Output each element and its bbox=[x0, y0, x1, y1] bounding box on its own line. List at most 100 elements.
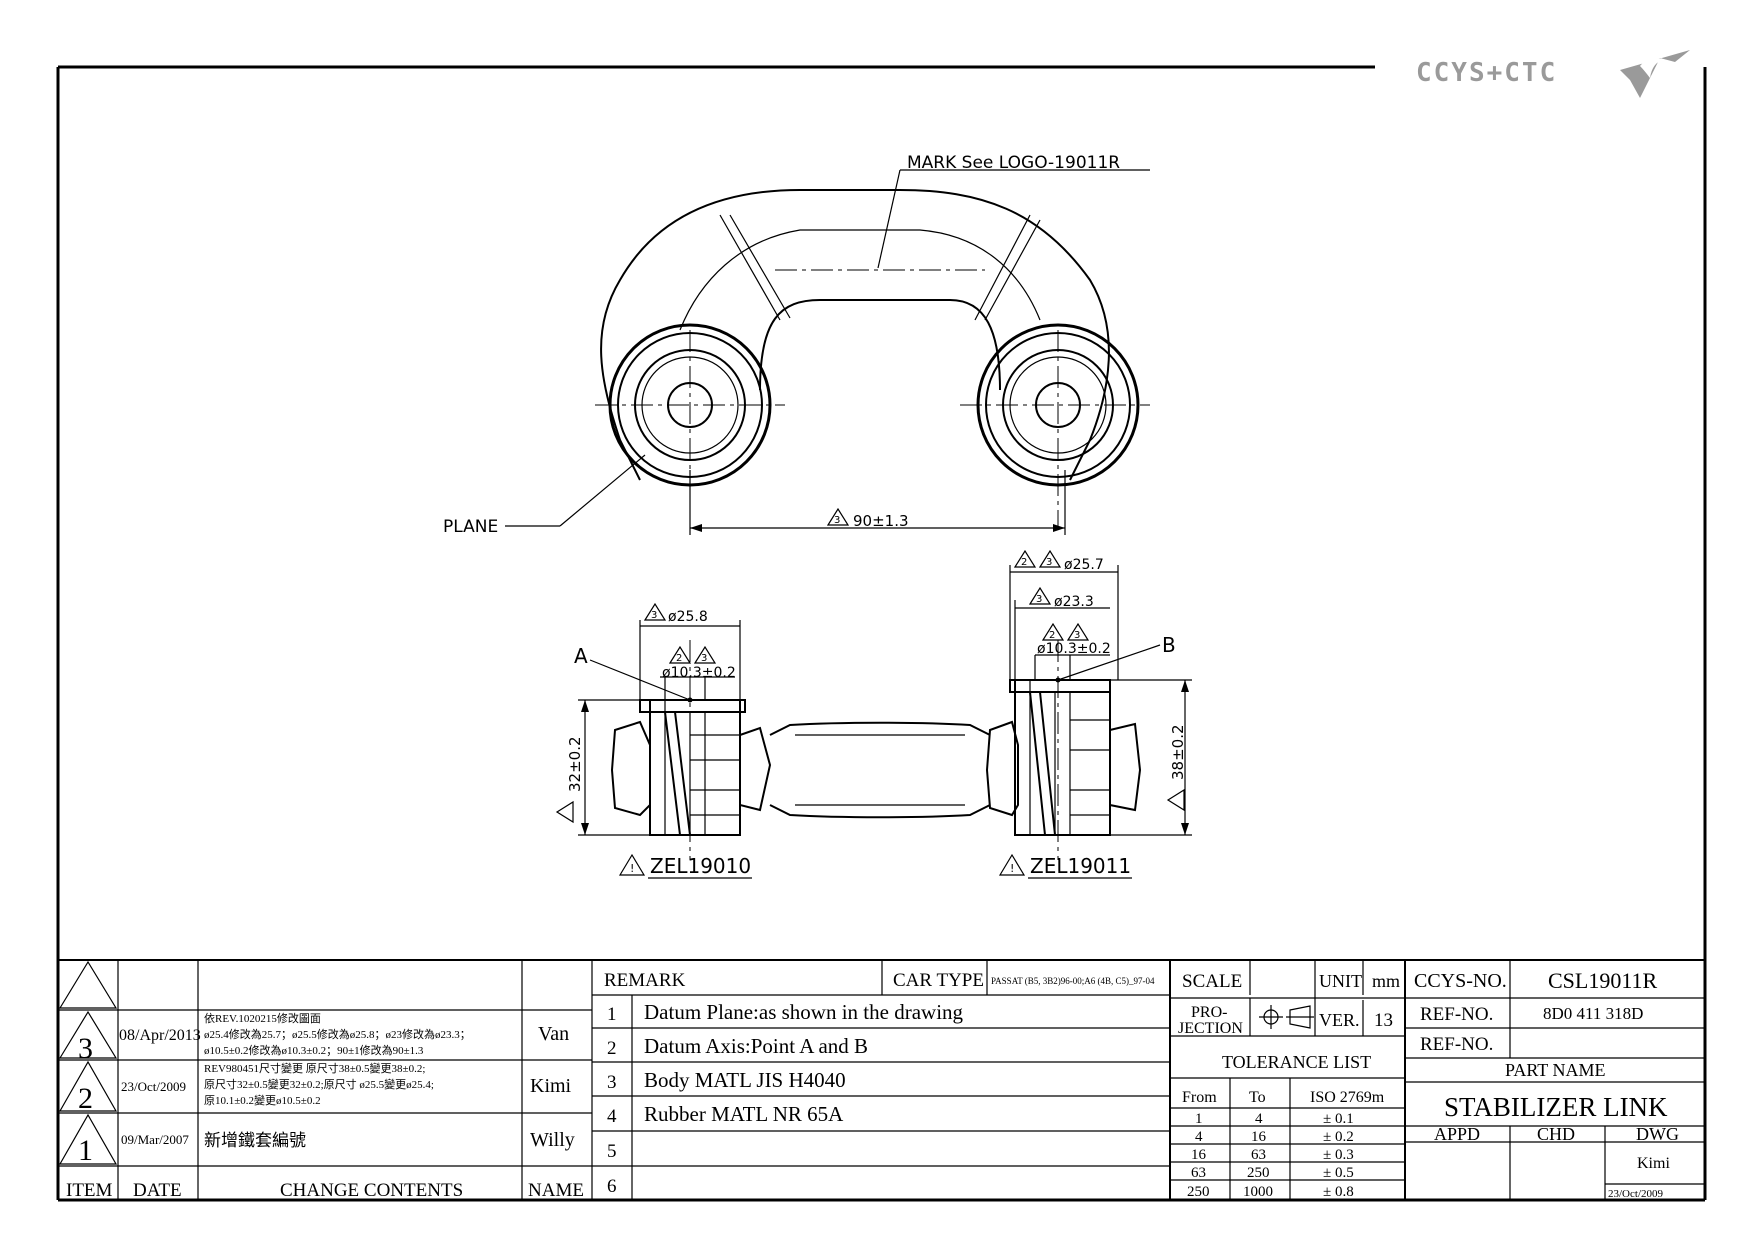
left-bore-dim: ø10.3±0.2 bbox=[662, 665, 736, 681]
tol-value: ± 0.8 bbox=[1323, 1184, 1354, 1200]
tol-to: 4 bbox=[1255, 1111, 1263, 1127]
remark-grid bbox=[592, 960, 1171, 1200]
ver-label: VER. bbox=[1319, 1010, 1360, 1030]
tol-from: 1 bbox=[1195, 1111, 1203, 1127]
ccys-no-label: CCYS-NO. bbox=[1414, 970, 1507, 992]
tolerance-header-to: To bbox=[1249, 1089, 1266, 1106]
remark-text-1: Datum Plane:as shown in the drawing bbox=[644, 1000, 964, 1024]
right-mid-dia-dim: ø23.3 bbox=[1054, 594, 1094, 610]
right-outer-dia-dim: ø25.7 bbox=[1064, 557, 1104, 573]
logo-text: CCYS+CTC bbox=[1416, 58, 1557, 88]
header-date: DATE bbox=[133, 1180, 182, 1201]
part-name-label: PART NAME bbox=[1505, 1060, 1605, 1080]
remark-no-3: 3 bbox=[607, 1072, 617, 1093]
part-identification: CCYS-NO. CSL19011R REF-NO. 8D0 411 318D … bbox=[1414, 968, 1679, 1200]
remark-no-1: 1 bbox=[607, 1004, 617, 1025]
ref-no-label: REF-NO. bbox=[1420, 1004, 1493, 1025]
datum-a-label: A bbox=[574, 644, 588, 668]
plane-callout: PLANE bbox=[443, 517, 498, 537]
right-bore-dim: ø10.3±0.2 bbox=[1037, 641, 1111, 657]
scale-label: SCALE bbox=[1182, 971, 1242, 992]
svg-text:3: 3 bbox=[651, 610, 657, 621]
ver-value: 13 bbox=[1374, 1010, 1393, 1031]
tol-to: 16 bbox=[1251, 1129, 1267, 1145]
side-view: 32±0.2 38±0.2 3 ø25.8 2 3 ø10.3±0.2 A 2 bbox=[555, 549, 1192, 879]
rev-item-3: 3 bbox=[78, 1032, 93, 1065]
ref-no-value: 8D0 411 318D bbox=[1543, 1004, 1643, 1023]
tol-to: 1000 bbox=[1243, 1184, 1273, 1200]
header-change-contents: CHANGE CONTENTS bbox=[280, 1180, 463, 1201]
left-part-number: ZEL19010 bbox=[650, 854, 751, 878]
rev-mark-3: 3 bbox=[834, 515, 840, 526]
svg-text:2: 2 bbox=[676, 653, 682, 664]
rev-content-2-line1: REV980451尺寸變更 原尺寸38±0.5變更38±0.2; bbox=[204, 1061, 425, 1075]
revision-table: ITEM DATE CHANGE CONTENTS NAME 3 08/Apr/… bbox=[66, 1011, 584, 1201]
rev-date-2: 23/Oct/2009 bbox=[121, 1079, 186, 1094]
tol-from: 16 bbox=[1191, 1147, 1207, 1163]
datum-b-label: B bbox=[1162, 633, 1176, 657]
company-logo: CCYS+CTC bbox=[1416, 50, 1690, 98]
tolerance-header-iso: ISO 2769m bbox=[1310, 1089, 1385, 1106]
remark-no-4: 4 bbox=[607, 1106, 617, 1127]
car-type-label: CAR TYPE bbox=[893, 970, 984, 991]
title-grid bbox=[1405, 960, 1705, 1200]
rev-date-1: 09/Mar/2007 bbox=[121, 1132, 189, 1147]
appd-label: APPD bbox=[1434, 1124, 1480, 1144]
projection-label-line1: PRO- bbox=[1191, 1004, 1227, 1021]
rev-content-3-line1: 依REV.1020215修改圖面 bbox=[204, 1011, 321, 1025]
rev-content-3-line2: ø25.4修改為25.7；ø25.5修改為ø25.8；ø23修改為ø23.3； bbox=[204, 1027, 471, 1041]
remark-text-4: Rubber MATL NR 65A bbox=[644, 1102, 844, 1126]
rev-content-2-line3: 原10.1±0.2變更ø10.5±0.2 bbox=[204, 1093, 321, 1107]
rev-date-3: 08/Apr/2013 bbox=[119, 1027, 201, 1044]
logo-emblem-icon bbox=[1620, 50, 1690, 98]
svg-text:3: 3 bbox=[1036, 594, 1042, 605]
tolerance-table: SCALE UNIT mm PRO- JECTION VER. 13 TOLER… bbox=[1178, 971, 1400, 1200]
projection-label-line2: JECTION bbox=[1178, 1020, 1243, 1037]
remark-text-2: Datum Axis:Point A and B bbox=[644, 1034, 868, 1058]
remark-table: REMARK CAR TYPE PASSAT (B5, 3B2)96-00;A6… bbox=[604, 970, 1155, 1197]
rev-name-1: Willy bbox=[530, 1129, 575, 1151]
remark-no-2: 2 bbox=[607, 1038, 617, 1059]
rev-item-1: 1 bbox=[78, 1134, 93, 1167]
center-distance-dim: 90±1.3 bbox=[853, 512, 909, 530]
tol-value: ± 0.5 bbox=[1323, 1165, 1354, 1181]
tol-value: ± 0.1 bbox=[1323, 1111, 1354, 1127]
right-height-dim: 38±0.2 bbox=[1169, 724, 1187, 780]
tol-value: ± 0.3 bbox=[1323, 1147, 1354, 1163]
svg-text:2: 2 bbox=[1021, 557, 1027, 568]
rev-item-2: 2 bbox=[78, 1082, 93, 1115]
svg-text:3: 3 bbox=[1046, 557, 1052, 568]
top-view: MARK See LOGO-19011R PLANE 3 90±1.3 bbox=[443, 153, 1150, 537]
tol-from: 250 bbox=[1187, 1184, 1210, 1200]
dwg-label: DWG bbox=[1636, 1124, 1679, 1144]
remark-no-6: 6 bbox=[607, 1176, 617, 1197]
tolerance-grid bbox=[1170, 960, 1406, 1200]
ref-no2-label: REF-NO. bbox=[1420, 1034, 1493, 1055]
header-item: ITEM bbox=[66, 1180, 113, 1201]
rev-name-2: Kimi bbox=[530, 1075, 572, 1097]
remark-no-5: 5 bbox=[607, 1141, 617, 1162]
tol-to: 250 bbox=[1247, 1165, 1270, 1181]
projection-symbol-icon bbox=[1259, 1005, 1314, 1029]
unit-label: UNIT bbox=[1319, 971, 1362, 991]
sheet-border bbox=[56, 65, 1707, 1202]
header-name: NAME bbox=[528, 1180, 584, 1201]
rev-content-2-line2: 原尺寸32±0.5變更32±0.2;原尺寸 ø25.5變更ø25.4; bbox=[204, 1077, 434, 1091]
tolerance-header-from: From bbox=[1182, 1089, 1217, 1106]
right-part-number: ZEL19011 bbox=[1030, 854, 1131, 878]
svg-text:2: 2 bbox=[1049, 630, 1055, 641]
svg-text:!: ! bbox=[630, 862, 634, 875]
tol-value: ± 0.2 bbox=[1323, 1129, 1354, 1145]
svg-text:!: ! bbox=[1010, 862, 1014, 875]
tol-from: 4 bbox=[1195, 1129, 1203, 1145]
car-type-value: PASSAT (B5, 3B2)96-00;A6 (4B, C5)_97-04 bbox=[991, 976, 1155, 986]
svg-text:3: 3 bbox=[1074, 630, 1080, 641]
remark-text-3: Body MATL JIS H4040 bbox=[644, 1068, 846, 1092]
svg-text:3: 3 bbox=[701, 653, 707, 664]
remark-label: REMARK bbox=[604, 970, 686, 991]
chd-label: CHD bbox=[1537, 1124, 1575, 1144]
tol-to: 63 bbox=[1251, 1147, 1266, 1163]
tol-from: 63 bbox=[1191, 1165, 1206, 1181]
rev-name-3: Van bbox=[538, 1023, 569, 1045]
